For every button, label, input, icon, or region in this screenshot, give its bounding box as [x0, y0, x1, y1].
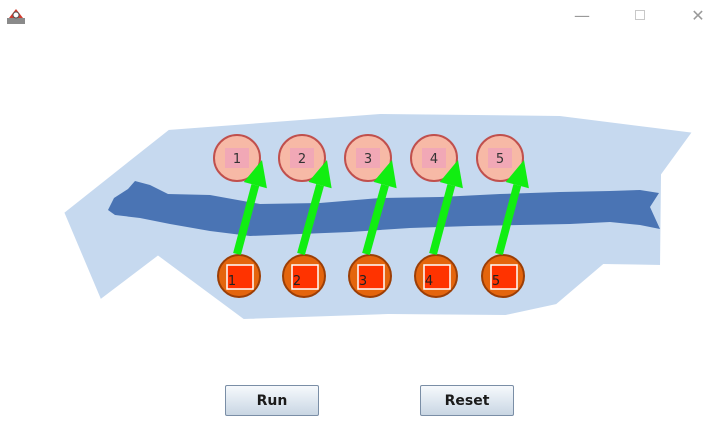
target-label: 2 — [298, 152, 306, 167]
target-label: 3 — [364, 152, 372, 167]
assignment-arrow-5 — [495, 160, 529, 256]
source-label: 1 — [228, 274, 236, 289]
target-label: 1 — [233, 152, 241, 167]
source-box — [291, 264, 319, 290]
source-node-1[interactable]: 1 — [217, 254, 261, 298]
target-node-1[interactable]: 1 — [213, 134, 261, 182]
maximize-icon — [635, 10, 645, 20]
reset-button[interactable]: Reset — [420, 385, 514, 416]
source-node-2[interactable]: 2 — [282, 254, 326, 298]
arrow-shaft — [233, 184, 260, 256]
assignment-arrow-2 — [297, 160, 332, 256]
source-node-5[interactable]: 5 — [481, 254, 525, 298]
source-node-3[interactable]: 3 — [348, 254, 392, 298]
target-box — [422, 148, 446, 168]
target-node-4[interactable]: 4 — [410, 134, 458, 182]
assignment-arrow-4 — [429, 160, 463, 256]
target-box — [488, 148, 512, 168]
source-box — [357, 264, 385, 290]
minimize-icon: — — [574, 5, 590, 25]
arrow-shaft — [297, 183, 324, 256]
title-bar: — ✕ — [0, 0, 725, 30]
java-app-icon — [7, 9, 25, 24]
close-button[interactable]: ✕ — [675, 0, 721, 30]
target-node-5[interactable]: 5 — [476, 134, 524, 182]
source-label: 4 — [425, 274, 433, 289]
arrow-head — [439, 160, 463, 189]
maximize-button[interactable] — [617, 0, 663, 30]
arrow-shaft — [495, 184, 522, 256]
target-box — [356, 148, 380, 168]
target-box — [290, 148, 314, 168]
source-label: 5 — [492, 274, 500, 289]
source-box — [490, 264, 518, 290]
arrow-shaft — [362, 183, 389, 256]
target-label: 4 — [430, 152, 438, 167]
arrow-shaft — [429, 184, 456, 256]
source-box — [226, 264, 254, 290]
target-label: 5 — [496, 152, 504, 167]
source-node-4[interactable]: 4 — [414, 254, 458, 298]
assignment-arrow-1 — [233, 160, 267, 256]
arrow-head — [243, 160, 267, 189]
arrow-head — [373, 160, 397, 189]
target-box — [225, 148, 249, 168]
source-label: 3 — [359, 274, 367, 289]
arrow-head — [308, 160, 332, 189]
source-box — [423, 264, 451, 290]
arrow-head — [505, 160, 529, 189]
close-icon: ✕ — [691, 5, 705, 25]
assignment-arrow-3 — [362, 160, 397, 256]
target-node-3[interactable]: 3 — [344, 134, 392, 182]
target-node-2[interactable]: 2 — [278, 134, 326, 182]
map-canvas: 1 2 3 4 5 1 2 3 4 5 — [62, 112, 695, 321]
minimize-button[interactable]: — — [559, 0, 605, 30]
source-label: 2 — [293, 274, 301, 289]
run-button[interactable]: Run — [225, 385, 319, 416]
